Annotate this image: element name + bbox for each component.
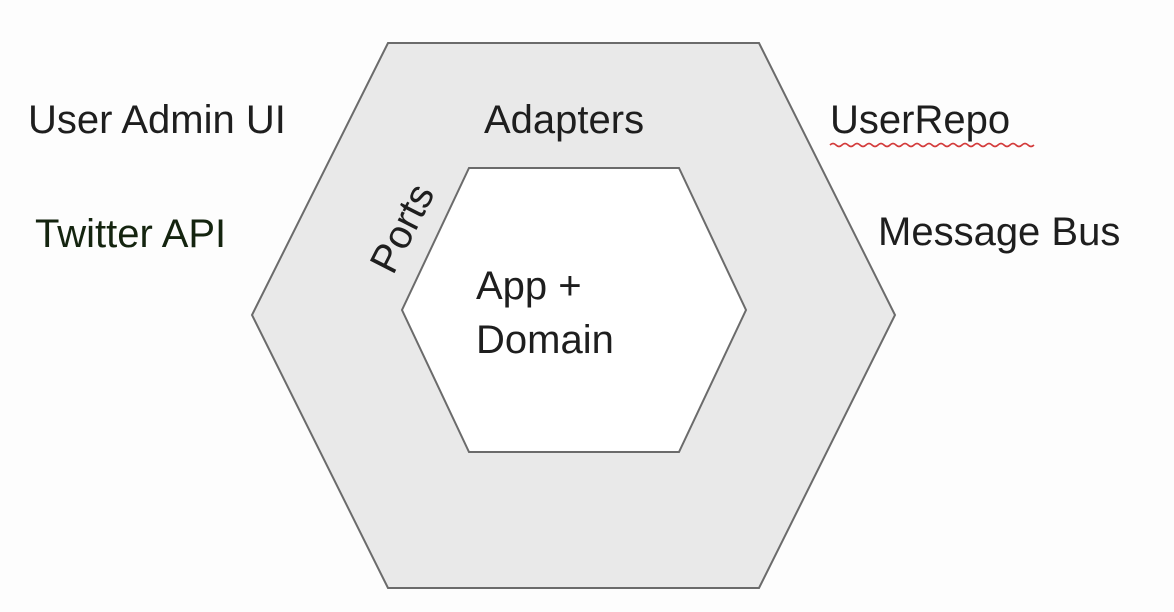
actor-userrepo: UserRepo bbox=[830, 98, 1010, 142]
adapters-label: Adapters bbox=[484, 98, 644, 142]
core-label-line1: App + bbox=[476, 264, 582, 308]
inner-hexagon bbox=[400, 167, 748, 453]
actor-message-bus: Message Bus bbox=[878, 210, 1120, 254]
actor-twitter-api: Twitter API bbox=[35, 212, 226, 256]
spellcheck-underline bbox=[829, 142, 1035, 148]
core-label-line2: Domain bbox=[476, 318, 614, 362]
actor-user-admin-ui: User Admin UI bbox=[28, 98, 286, 142]
